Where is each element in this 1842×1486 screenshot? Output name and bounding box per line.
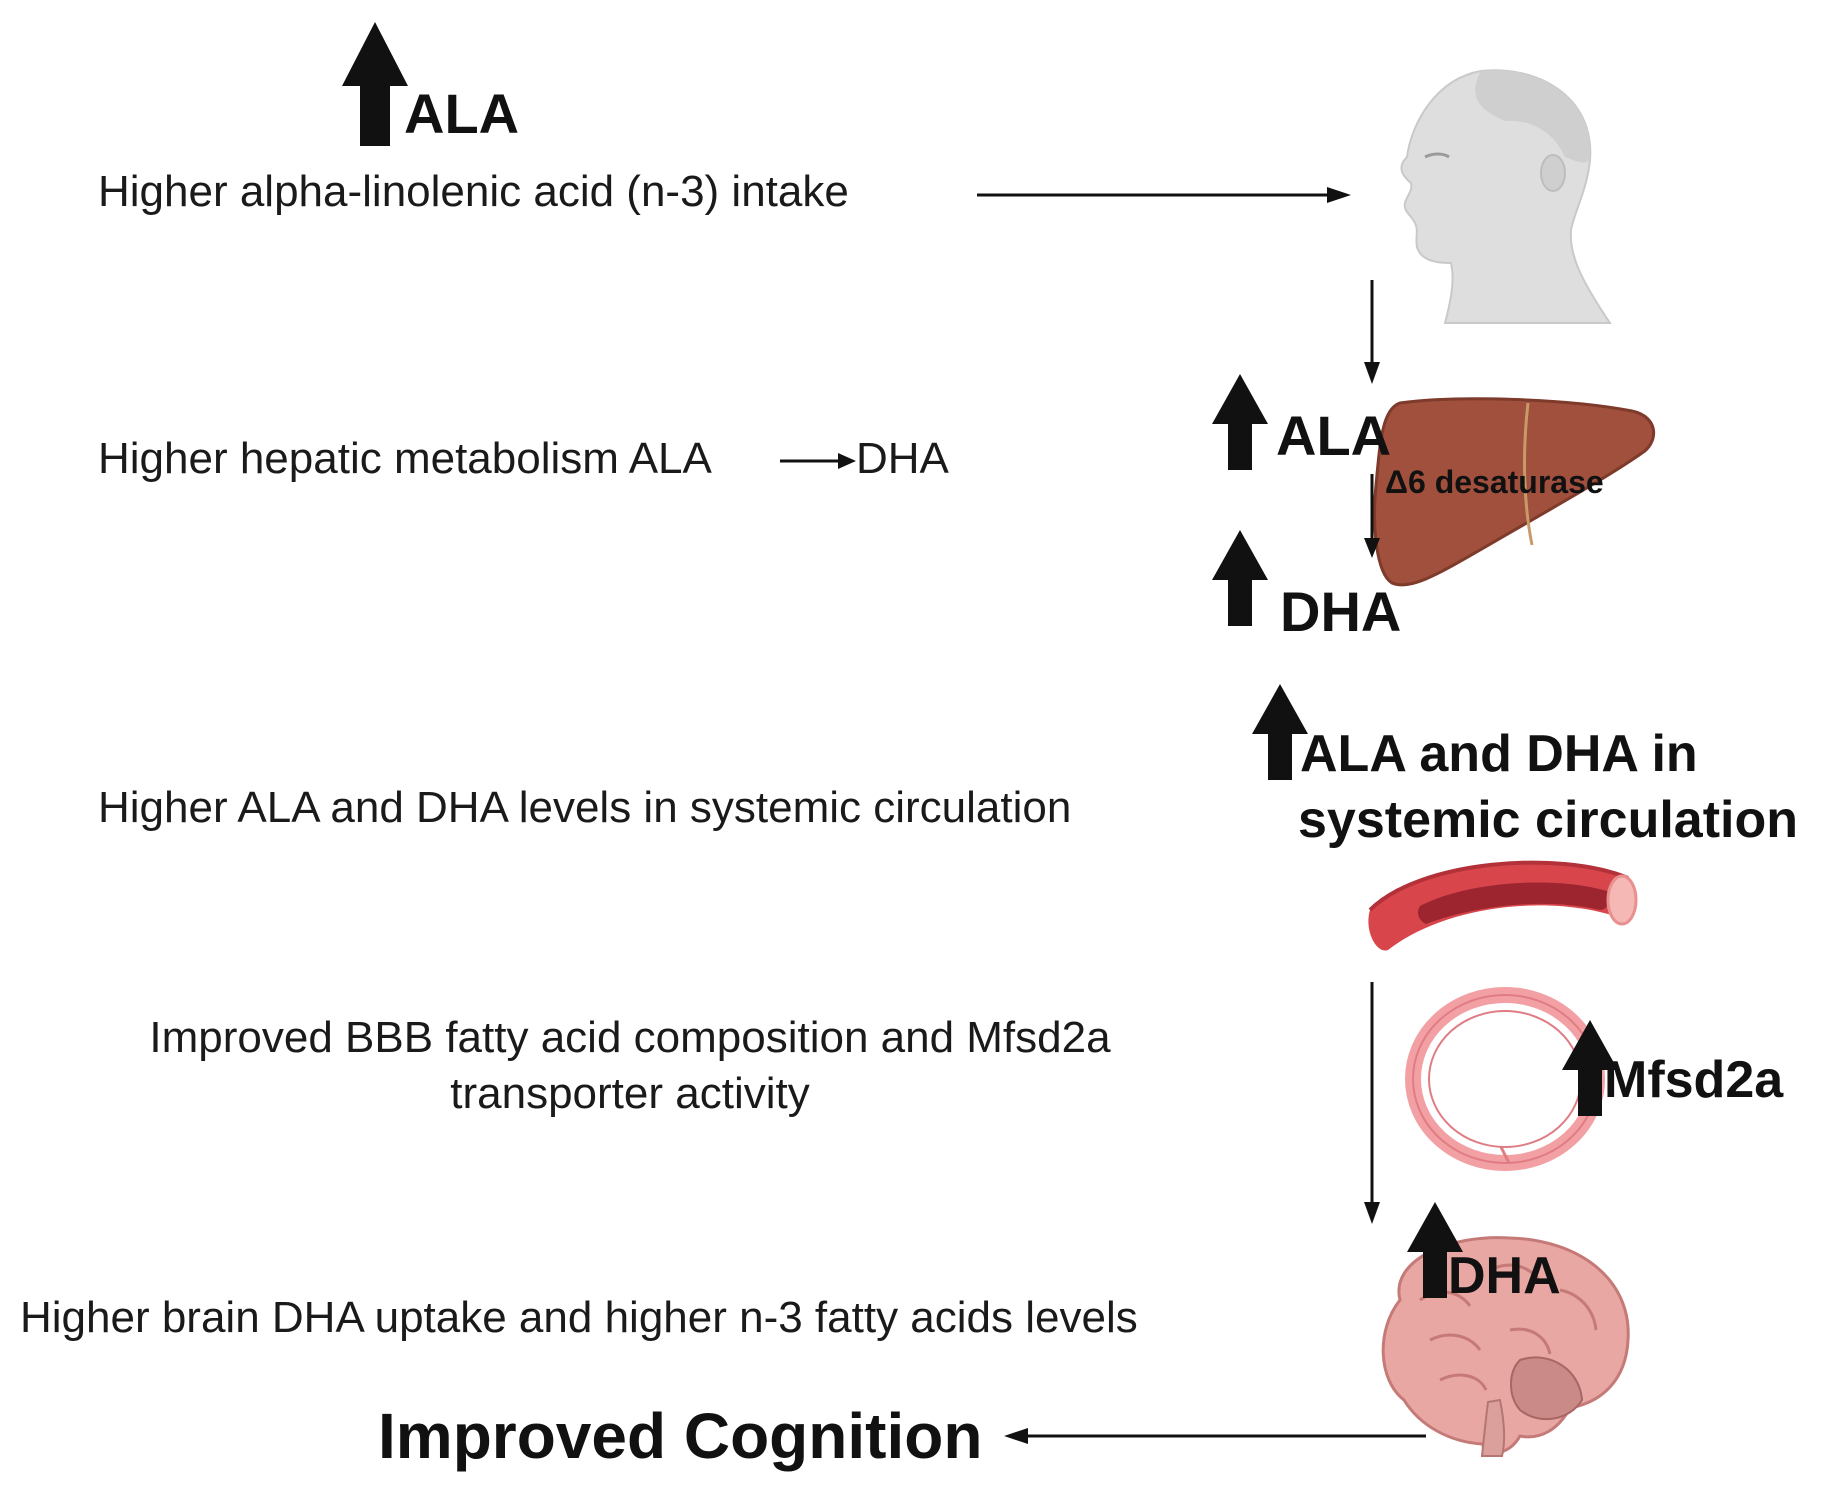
ala-liver-label: ALA xyxy=(1276,404,1392,467)
blood-vessel-icon xyxy=(1368,860,1638,951)
up-arrow-icon xyxy=(1562,1020,1618,1116)
head-to-liver-arrow-icon xyxy=(1364,280,1380,384)
ala-top-label: ALA xyxy=(404,82,520,145)
dha-brain-label: DHA xyxy=(1448,1247,1561,1305)
hepatic-statement-suffix: DHA xyxy=(856,434,949,483)
circulation-label-line1: ALA and DHA in xyxy=(1300,725,1698,783)
outcome-title: Improved Cognition xyxy=(378,1400,983,1472)
up-arrow-icon xyxy=(1212,530,1268,626)
dha-liver-label: DHA xyxy=(1280,580,1402,643)
human-head-icon xyxy=(1400,69,1612,324)
intake-arrow-icon xyxy=(977,187,1351,203)
intake-statement: Higher alpha-linolenic acid (n-3) intake xyxy=(98,167,849,216)
hepatic-statement-prefix: Higher hepatic metabolism ALA xyxy=(98,434,712,483)
brain-uptake-statement: Higher brain DHA uptake and higher n-3 f… xyxy=(20,1293,1138,1342)
up-arrow-icon xyxy=(1212,374,1268,470)
up-arrow-icon xyxy=(1252,684,1308,780)
liver-icon xyxy=(1373,397,1656,587)
vessel-to-brain-arrow-icon xyxy=(1364,982,1380,1224)
transporter-label: Mfsd2a xyxy=(1604,1051,1784,1109)
hepatic-inline-arrow-icon xyxy=(780,453,856,469)
up-arrow-icon xyxy=(342,22,408,146)
circulation-label-line2: systemic circulation xyxy=(1298,791,1798,849)
bbb-statement-line1: Improved BBB fatty acid composition and … xyxy=(149,1013,1111,1062)
hepatic-statement: Higher hepatic metabolism ALA DHA xyxy=(98,431,949,487)
liver-conversion-arrow-icon xyxy=(1364,474,1380,558)
bbb-statement-line2: transporter activity xyxy=(450,1069,810,1118)
circulation-statement: Higher ALA and DHA levels in systemic ci… xyxy=(98,783,1072,832)
outcome-arrow-icon xyxy=(1004,1428,1426,1444)
enzyme-label: Δ6 desaturase xyxy=(1385,464,1604,500)
up-arrow-icon xyxy=(1407,1202,1463,1298)
